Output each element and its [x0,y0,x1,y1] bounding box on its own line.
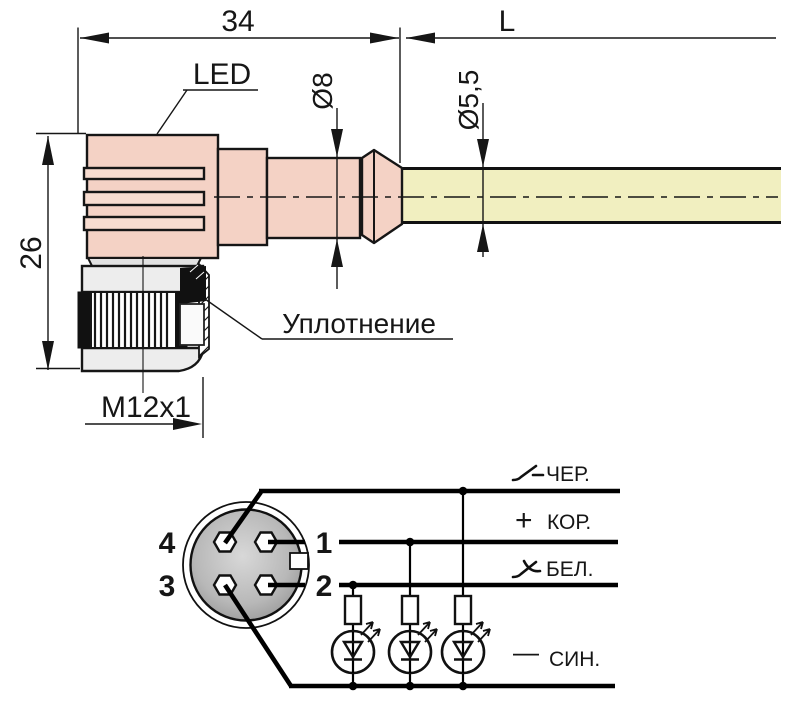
light-emission-arrows-icon [360,621,381,643]
nc-contact-icon [511,559,542,579]
wire-white-label: БЕЛ. [546,558,593,581]
m12-nut [77,256,210,393]
plus-icon: + [515,504,533,537]
arrowhead [331,239,343,267]
pin-1 [253,531,279,553]
cable [401,167,781,224]
dim-dia8-value: Ø8 [307,72,338,109]
dimension-L: L [406,5,776,44]
pin-3-label: 3 [159,570,176,603]
connector-body [82,133,404,260]
grip-rib [82,190,206,207]
wires [223,488,620,689]
wire-black-label: ЧЕР. [546,463,590,486]
seal-label: Уплотнение [282,308,436,339]
pin-4-label: 4 [159,527,176,560]
pin-2-label: 2 [316,570,333,603]
pin-1-label: 1 [316,527,333,560]
arrowhead [80,32,109,44]
wire-labels: ЧЕР. + КОР. БЕЛ. — СИН. [511,463,600,671]
led-callout: LED [156,58,258,135]
strain-relief [360,148,404,245]
arrowhead [370,32,399,44]
junction-dot [458,681,468,691]
wire-black-diagonal [223,490,263,545]
dimension-34: 34 [77,5,401,163]
thread-label: M12x1 [101,391,191,424]
wiring-diagram: 4 1 3 2 [159,463,620,691]
no-contact-icon [511,464,545,482]
dimension-dia55: Ø5,5 [453,70,489,257]
seal-callout: Уплотнение [204,298,453,340]
junction-dot [348,681,358,691]
keying-notch [289,552,309,570]
junction-dot [405,537,415,547]
resistor-icon [453,594,473,626]
wire-blue-label: СИН. [549,648,600,671]
dim-26-value: 26 [15,236,48,269]
thread-section [90,291,177,349]
minus-icon: — [513,637,539,667]
grip-rib [82,166,206,181]
grip-rib [82,215,206,232]
led-branch [330,580,381,691]
thread-callout: M12x1 [85,377,204,438]
dim-dia55-value: Ø5,5 [453,70,484,131]
light-emission-arrows-icon [470,621,491,643]
led-label: LED [193,58,251,91]
led-branch [440,486,491,691]
resistor-icon [400,594,420,626]
arrowhead [477,139,489,167]
arrowhead [173,418,202,430]
resistor-icon [343,594,363,626]
seal-gasket [180,266,206,304]
junction-dot [458,486,468,496]
connector-face: 4 1 3 2 [159,501,333,629]
arrowhead [42,136,54,165]
dimension-26: 26 [15,132,86,370]
technical-drawing: 34 L Ø8 Ø5,5 26 [15,5,781,438]
light-emission-arrows-icon [417,621,438,643]
dim-34-value: 34 [221,5,254,38]
wire-blue-diagonal [223,583,293,688]
junction-dot [405,681,415,691]
arrowhead [406,32,435,44]
led-branch [387,537,438,691]
arrowhead [331,129,343,157]
junction-dot [348,580,358,590]
dim-L-value: L [499,5,516,38]
arrowhead [477,224,489,252]
arrowhead [42,341,54,370]
wire-brown-label: КОР. [547,511,591,534]
pin-2 [253,574,279,596]
dimension-dia8: Ø8 [307,72,343,289]
